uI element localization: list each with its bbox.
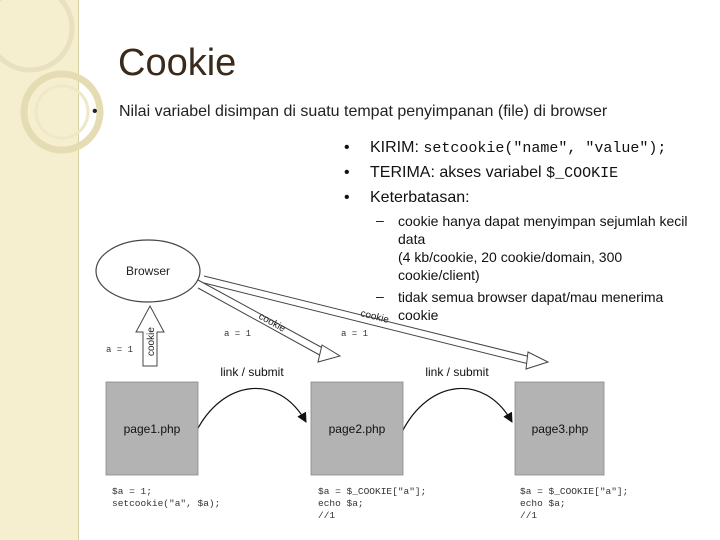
bullet-dot: • [344,189,350,206]
code-line: setcookie("a", $a); [112,498,221,509]
limit-2-text: tidak semua browser dapat/mau menerima c… [398,288,663,324]
link-arrow-2 [401,387,513,433]
terima-label: TERIMA: akses variabel [370,164,542,181]
page2-code: $a = $_COOKIE["a"]; echo $a; //1 [318,486,426,522]
limit-1-text: cookie hanya dapat menyimpan sejumlah ke… [398,212,688,284]
dash-marker: – [376,212,384,228]
code-line: //1 [520,510,538,521]
page1-label: page1.php [124,422,181,436]
link-label-1: link / submit [220,365,284,379]
page3-code: $a = $_COOKIE["a"]; echo $a; //1 [520,486,628,522]
a-value-left: a = 1 [106,345,133,355]
code-line: $a = $_COOKIE["a"]; [520,486,629,497]
band-divider [78,0,79,540]
cookie-up-arrow: cookie [135,304,165,367]
cookie-arrow-to-page3: cookie [203,275,550,370]
page3-box [514,381,605,476]
code-line: echo $a; [318,498,364,509]
code-line: //1 [318,510,336,521]
left-decorative-band [0,0,78,540]
limit-1-line: data [398,231,426,247]
kirim-code: setcookie("name", "value"); [423,140,667,157]
page3-label: page3.php [532,422,589,436]
limit-2-line: cookie [398,307,439,323]
limit-1-line: (4 kb/cookie, 20 cookie/domain, 300 [398,249,623,265]
kirim-label: KIRIM: [370,139,419,156]
terima-line: TERIMA: akses variabel $_COOKIE [370,164,618,182]
browser-label: Browser [126,264,170,278]
decorative-circles [0,0,104,154]
limit-1-line: cookie/client) [398,267,480,283]
cookie-label-1: cookie [257,311,288,335]
bullet-dot: • [344,139,350,156]
limit-2-line: tidak semua browser dapat/mau menerima [398,289,664,305]
code-line: $a = 1; [112,486,152,497]
terima-code: $_COOKIE [546,165,619,182]
cookie-up-label: cookie [146,327,157,356]
link-label-2: link / submit [425,365,489,379]
bullet-dot: • [92,103,98,120]
main-bullet-text: Nilai variabel disimpan di suatu tempat … [119,103,608,120]
slide-title: Cookie [118,42,237,84]
page1-box [105,381,199,476]
keterbatasan-label: Keterbatasan: [370,189,470,206]
page2-box [310,381,404,476]
bullet-dot: • [344,164,350,181]
dash-marker: – [376,288,384,304]
code-line: $a = $_COOKIE["a"]; [318,486,427,497]
page2-label: page2.php [329,422,386,436]
browser-ellipse [95,239,201,303]
code-line: echo $a; [520,498,566,509]
a-value-mid1: a = 1 [224,329,251,339]
limit-1-line: cookie hanya dapat menyimpan sejumlah ke… [398,213,688,229]
link-arrow-1 [195,387,307,433]
a-value-mid2: a = 1 [341,329,368,339]
page1-code: $a = 1; setcookie("a", $a); [112,486,220,510]
kirim-line: KIRIM: setcookie("name", "value"); [370,139,666,157]
